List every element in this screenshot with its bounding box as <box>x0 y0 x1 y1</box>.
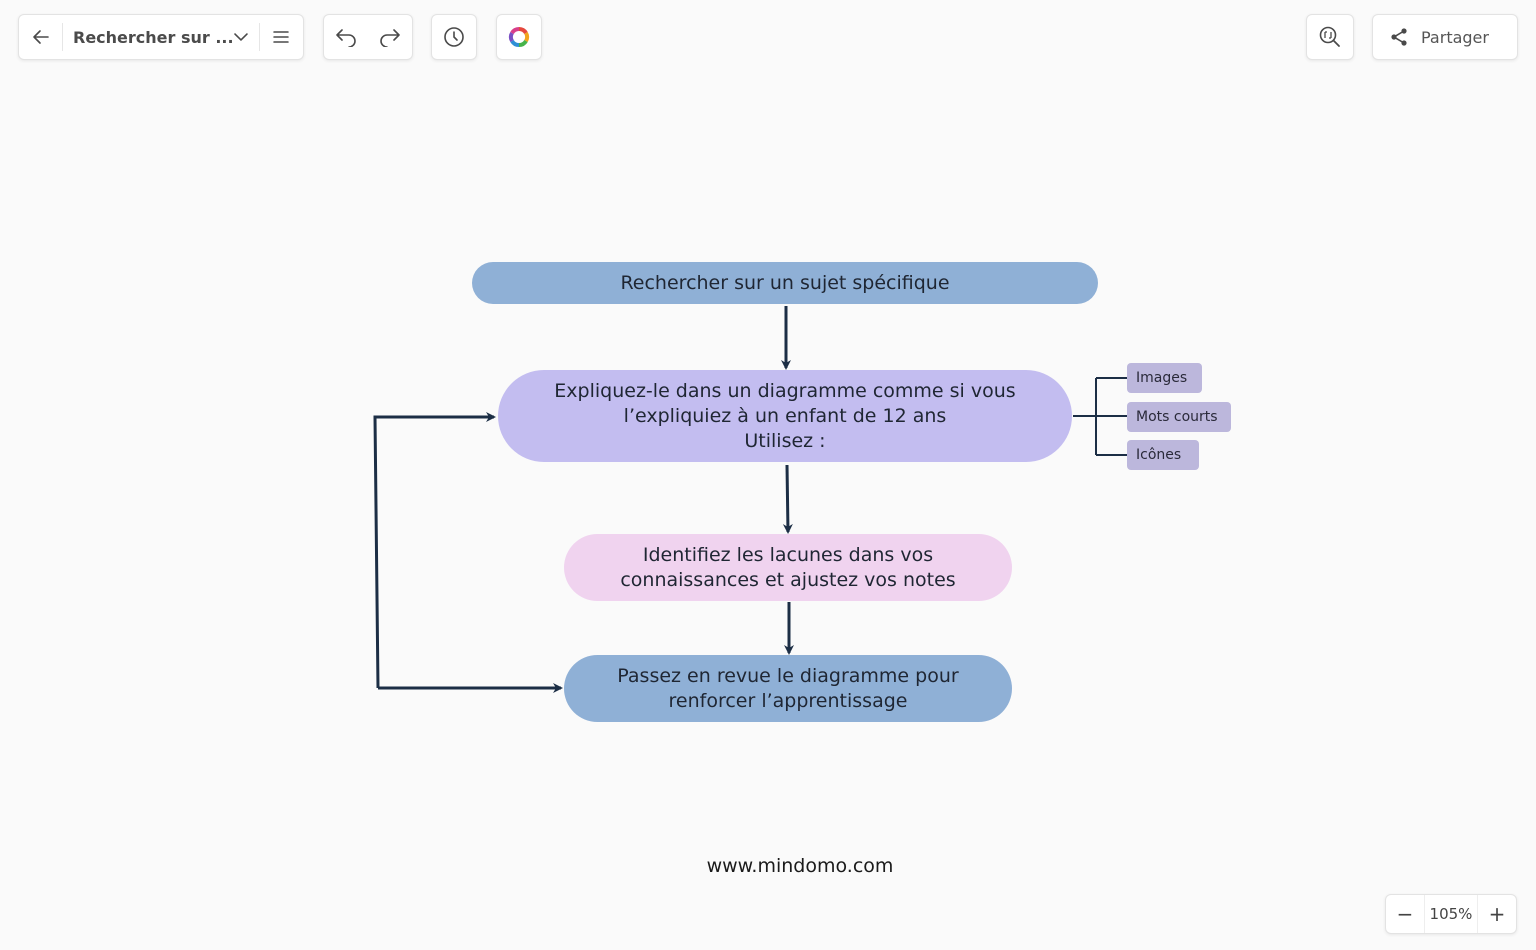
redo-button[interactable] <box>368 15 412 59</box>
node-explain[interactable]: Expliquez-le dans un diagramme comme si … <box>498 370 1072 462</box>
tag-short-words[interactable]: Mots courts <box>1127 402 1231 432</box>
zoom-out-button[interactable]: − <box>1386 895 1424 933</box>
tag-short-words-label: Mots courts <box>1136 409 1218 425</box>
theme-toolbar <box>496 14 542 60</box>
share-label: Partager <box>1421 27 1489 47</box>
color-wheel-icon <box>508 26 530 48</box>
theme-button[interactable] <box>497 15 541 59</box>
tag-bracket <box>1073 377 1128 456</box>
connector-explain-identify <box>782 464 793 534</box>
plus-icon: + <box>1488 902 1506 926</box>
share-button[interactable]: Partager <box>1373 15 1517 59</box>
toolbar-divider <box>62 23 63 51</box>
zoom-fit-button[interactable] <box>1307 15 1353 59</box>
node-topic[interactable]: Rechercher sur un sujet spécifique <box>472 262 1098 304</box>
history-toolbar <box>323 14 413 60</box>
tag-icons[interactable]: Icônes <box>1127 440 1199 470</box>
hamburger-menu-icon <box>273 31 290 43</box>
footer-url: www.mindomo.com <box>706 855 894 877</box>
tag-images[interactable]: Images <box>1127 363 1202 393</box>
node-review[interactable]: Passez en revue le diagramme pour renfor… <box>564 655 1012 722</box>
fit-toolbar <box>1306 14 1354 60</box>
version-history-button[interactable] <box>432 15 476 59</box>
clock-icon <box>444 27 464 47</box>
connector-loop-to-explain <box>373 412 496 689</box>
node-identify[interactable]: Identifiez les lacunes dans vos connaiss… <box>564 534 1012 601</box>
node-explain-text: Expliquez-le dans un diagramme comme si … <box>554 379 1016 452</box>
map-title-dropdown[interactable]: Rechercher sur ... <box>63 15 259 59</box>
zoom-in-button[interactable]: + <box>1478 895 1516 933</box>
tag-icons-label: Icônes <box>1136 447 1182 463</box>
menu-button[interactable] <box>260 15 303 59</box>
redo-icon <box>380 29 400 47</box>
title-toolbar: Rechercher sur ... <box>18 14 304 60</box>
back-button[interactable] <box>19 15 62 59</box>
chevron-down-icon <box>234 33 248 41</box>
node-identify-text: Identifiez les lacunes dans vos connaiss… <box>620 543 956 591</box>
minus-icon: − <box>1396 902 1414 926</box>
tag-images-label: Images <box>1136 370 1188 386</box>
arrow-left-icon <box>32 30 49 44</box>
toolbar-divider <box>259 23 260 51</box>
undo-icon <box>336 29 356 47</box>
undo-button[interactable] <box>324 15 368 59</box>
zoom-level[interactable]: 105% <box>1424 895 1478 933</box>
share-icon <box>1391 28 1407 46</box>
zoom-fit-icon <box>1319 26 1340 47</box>
version-history-toolbar <box>431 14 477 60</box>
map-title: Rechercher sur ... <box>73 27 234 47</box>
zoom-control: − 105% + <box>1385 894 1517 934</box>
node-review-text: Passez en revue le diagramme pour renfor… <box>617 664 959 712</box>
share-toolbar: Partager <box>1372 14 1518 60</box>
node-topic-text: Rechercher sur un sujet spécifique <box>620 272 950 294</box>
